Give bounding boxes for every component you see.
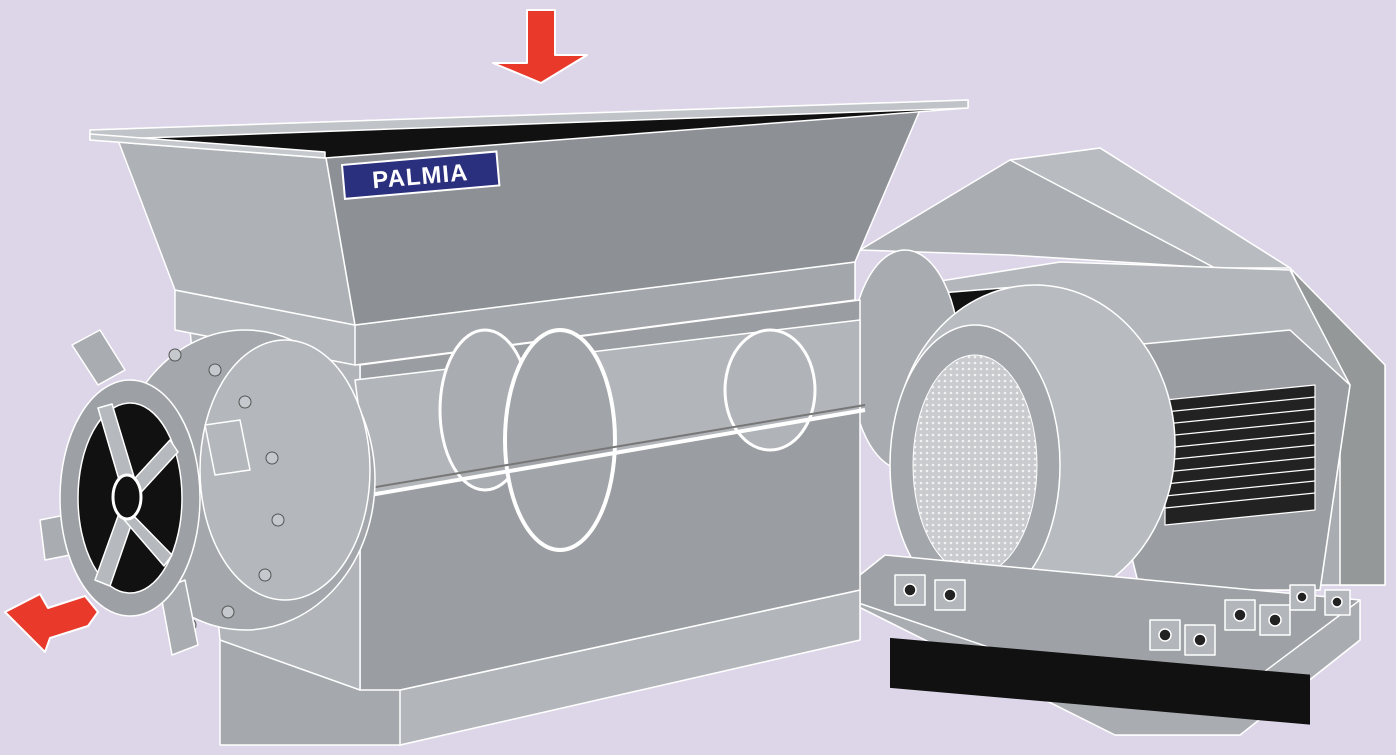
palmia-logo: PALMIA (340, 150, 501, 200)
knife-spokes (94, 403, 179, 587)
cutter-head (39, 329, 376, 656)
motor-grille (912, 354, 1038, 576)
input-arrow-icon (492, 9, 588, 84)
handle-top (71, 329, 126, 386)
output-arrow-icon (4, 593, 99, 653)
motor-base (834, 554, 1361, 736)
drive-unit (849, 147, 1386, 606)
cooling-fins (1164, 384, 1316, 526)
knife-hub (111, 473, 143, 521)
auger-screw (354, 319, 866, 552)
